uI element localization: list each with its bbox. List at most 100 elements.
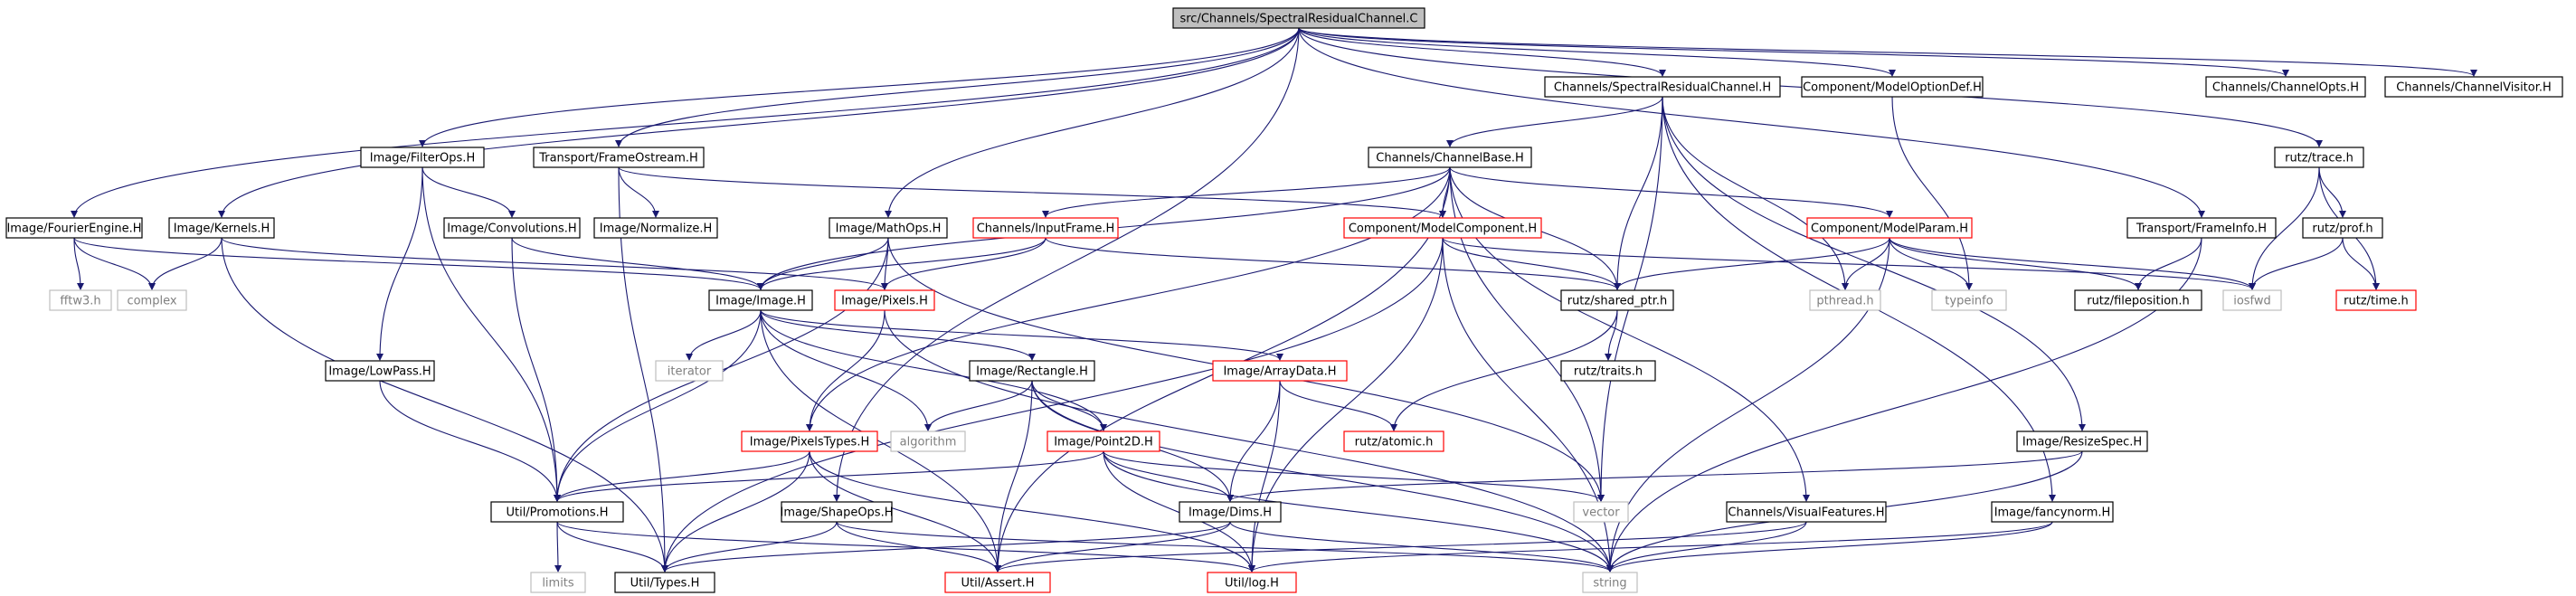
- node-filepos[interactable]: rutz/fileposition.h: [2074, 289, 2202, 311]
- dependency-edge: [554, 521, 562, 572]
- dependency-edge: [1842, 237, 1890, 290]
- dependency-edge: [1390, 309, 1618, 431]
- edge-fourier-to-complex: [73, 237, 156, 290]
- node-box: [49, 289, 112, 311]
- node-shape-ops[interactable]: Image/ShapeOps.H: [781, 501, 894, 523]
- node-box: [2335, 289, 2417, 311]
- dependency-edge: [419, 27, 1300, 147]
- node-image[interactable]: Image/Image.H: [708, 289, 813, 311]
- node-label: Image/Dims.H: [1189, 506, 1272, 520]
- node-low-pass[interactable]: Image/LowPass.H: [325, 360, 435, 382]
- node-fourier[interactable]: Image/FourierEngine.H: [5, 217, 143, 239]
- dependency-edge: [661, 521, 838, 572]
- edge-root-to-kernels: [218, 27, 1300, 218]
- edge-model-param-to-filepos: [1889, 237, 2142, 290]
- edge-fourier-to-image: [73, 237, 764, 290]
- dependency-edge: [421, 166, 561, 502]
- node-model-opt-def[interactable]: Component/ModelOptionDef.H: [1801, 76, 1984, 98]
- node-assert[interactable]: Util/Assert.H: [944, 572, 1051, 593]
- node-atomic[interactable]: rutz/atomic.h: [1343, 430, 1444, 452]
- node-label: rutz/shared_ptr.h: [1567, 295, 1668, 308]
- dependency-edge: [686, 309, 762, 361]
- node-rectangle[interactable]: Image/Rectangle.H: [969, 360, 1095, 382]
- node-box: [490, 501, 624, 523]
- dependency-edge: [71, 27, 1300, 218]
- edge-promotions-to-log: [556, 521, 1255, 572]
- node-visual-features[interactable]: Channels/VisualFeatures.H: [1726, 501, 1887, 523]
- node-convolutions[interactable]: Image/Convolutions.H: [443, 217, 581, 239]
- node-filter-ops[interactable]: Image/FilterOps.H: [360, 147, 485, 168]
- dependency-edge: [2342, 237, 2380, 290]
- node-chan-visitor[interactable]: Channels/ChannelVisitor.H: [2384, 76, 2563, 98]
- dependency-edge: [556, 521, 1255, 572]
- node-resize-spec[interactable]: Image/ResizeSpec.H: [2016, 430, 2148, 452]
- edge-filter-ops-to-promotions: [421, 166, 561, 502]
- node-frame-info[interactable]: Transport/FrameInfo.H: [2126, 217, 2277, 239]
- edge-filter-ops-to-low-pass: [376, 166, 423, 361]
- edge-low-pass-to-promotions: [379, 380, 561, 502]
- node-typeinfo: typeinfo: [1931, 289, 2007, 311]
- node-fancynorm[interactable]: Image/fancynorm.H: [1991, 501, 2114, 523]
- node-normalize[interactable]: Image/Normalize.H: [593, 217, 718, 239]
- node-point2d[interactable]: Image/Point2D.H: [1046, 430, 1160, 452]
- edge-visual-features-to-string: [1606, 521, 1807, 572]
- edge-rectangle-to-point2d: [1031, 380, 1107, 431]
- node-log[interactable]: Util/log.H: [1207, 572, 1297, 593]
- node-label: Util/Promotions.H: [506, 506, 608, 520]
- node-dims[interactable]: Image/Dims.H: [1179, 501, 1282, 523]
- node-box: [168, 217, 275, 239]
- node-shared-ptr[interactable]: rutz/shared_ptr.h: [1560, 289, 1674, 311]
- node-array-data[interactable]: Image/ArrayData.H: [1212, 360, 1348, 382]
- dependency-edge: [1614, 96, 1663, 290]
- node-vector: vector: [1573, 501, 1629, 523]
- node-pixels-types[interactable]: Image/PixelsTypes.H: [741, 430, 878, 452]
- node-input-frame[interactable]: Channels/InputFrame.H: [972, 217, 1119, 239]
- edge-array-data-to-dims: [1226, 380, 1281, 502]
- node-promotions[interactable]: Util/Promotions.H: [490, 501, 624, 523]
- node-box: [708, 289, 813, 311]
- node-box: [655, 360, 724, 382]
- edge-spec-h-to-resize-spec: [1662, 96, 2086, 431]
- edge-resize-spec-to-dims: [1226, 450, 2083, 502]
- node-box: [360, 147, 485, 168]
- dependency-edge: [806, 309, 886, 431]
- node-kernels[interactable]: Image/Kernels.H: [168, 217, 275, 239]
- node-box: [1343, 217, 1542, 239]
- node-label: Util/log.H: [1225, 577, 1279, 591]
- node-timeh[interactable]: rutz/time.h: [2335, 289, 2417, 311]
- dependency-edge: [1298, 27, 1666, 77]
- node-root[interactable]: src/Channels/SpectralResidualChannel.C: [1172, 7, 1425, 29]
- edge-pixels-types-to-promotions: [554, 450, 810, 502]
- node-prof[interactable]: rutz/prof.h: [2302, 217, 2383, 239]
- dependency-edge: [618, 166, 1446, 218]
- dependency-edge: [221, 237, 888, 290]
- node-model-comp[interactable]: Component/ModelComponent.H: [1343, 217, 1542, 239]
- node-types[interactable]: Util/Types.H: [614, 572, 715, 593]
- node-model-param[interactable]: Component/ModelParam.H: [1806, 217, 1973, 239]
- edge-dims-to-string: [1229, 521, 1614, 572]
- node-box: [1179, 501, 1282, 523]
- dependency-edge: [760, 309, 932, 431]
- node-algorithm: algorithm: [890, 430, 966, 452]
- edge-trace-to-iosfwd: [2249, 166, 2320, 290]
- node-label: Channels/InputFrame.H: [977, 222, 1115, 236]
- edge-spec-h-to-shared-ptr: [1614, 96, 1663, 290]
- edge-convolutions-to-promotions: [511, 237, 561, 502]
- dependency-edge: [1298, 27, 2289, 77]
- edge-root-to-frame-ostream: [615, 27, 1300, 147]
- node-box: [1212, 360, 1348, 382]
- node-trace[interactable]: rutz/trace.h: [2274, 147, 2364, 168]
- edge-fancynorm-to-string: [1606, 521, 2053, 572]
- node-box: [829, 217, 948, 239]
- node-pixels[interactable]: Image/Pixels.H: [834, 289, 935, 311]
- node-math-ops[interactable]: Image/MathOps.H: [829, 217, 948, 239]
- node-label: Image/Point2D.H: [1054, 436, 1153, 449]
- node-frame-ostream[interactable]: Transport/FrameOstream.H: [533, 147, 705, 168]
- node-box: [593, 217, 718, 239]
- dependency-edge: [757, 237, 889, 290]
- node-traits[interactable]: rutz/traits.h: [1560, 360, 1656, 382]
- node-chan-opts[interactable]: Channels/ChannelOpts.H: [2205, 76, 2366, 98]
- edge-model-param-to-iosfwd: [1889, 237, 2256, 290]
- node-chan-base[interactable]: Channels/ChannelBase.H: [1368, 147, 1532, 168]
- node-spec-h[interactable]: Channels/SpectralResidualChannel.H: [1544, 76, 1781, 98]
